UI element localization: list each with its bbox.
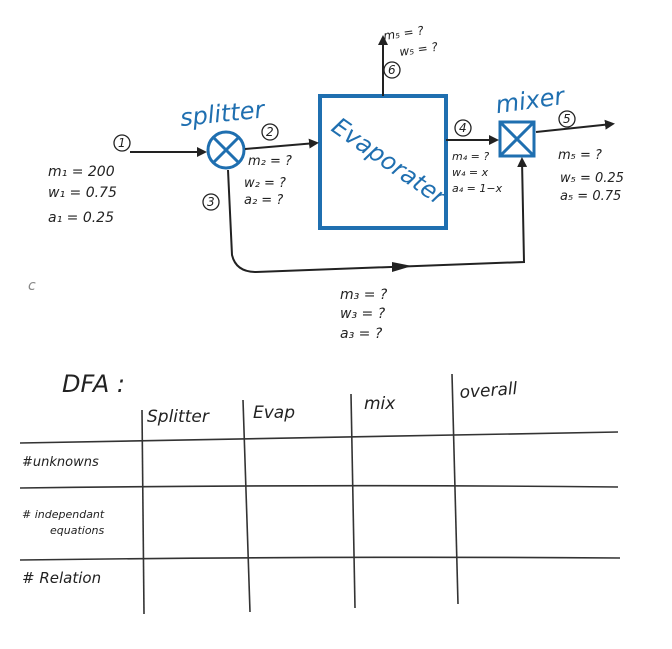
dfa-section: DFA : Splitter Evap mix overall #unknown…: [19, 370, 621, 615]
svg-text:a₃ = ?: a₃ = ?: [340, 326, 383, 342]
mixer-unit: mixer: [494, 82, 568, 158]
stream-badges: 1 2 3 4 5 6: [113, 61, 576, 211]
stream-3-number: 3: [207, 195, 215, 209]
svg-text:a₂ = ?: a₂ = ?: [244, 193, 283, 208]
mixer-symbol: [498, 120, 536, 158]
svg-text:w₅ = 0.25: w₅ = 0.25: [560, 171, 624, 186]
svg-text:m₅ = ?: m₅ = ?: [382, 23, 425, 43]
dfa-column-headers: Splitter Evap mix overall: [147, 379, 518, 427]
svg-text:m₃ = ?: m₃ = ?: [340, 287, 388, 303]
dfa-title: DFA :: [62, 370, 125, 398]
stream-3-line: [227, 157, 528, 274]
dfa-row-labels: #unknowns # independant equations # Rela…: [22, 455, 105, 587]
stream-4-number: 4: [459, 121, 467, 135]
grid-h-2: [19, 484, 619, 489]
stream-3-mid-arrow: [392, 262, 412, 272]
stream-1-annotation: m₁ = 200 w₁ = 0.75 a₁ = 0.25: [48, 164, 117, 226]
evaporator-label: Evaporater: [327, 112, 453, 212]
stream-6-annotation: m₅ = ? w₅ = ?: [382, 23, 439, 59]
row-label-equations-2: equations: [50, 524, 105, 537]
stream-5-number: 5: [563, 112, 571, 126]
stream-lines: [130, 35, 615, 274]
grid-h-1: [19, 431, 619, 444]
stream-2-number: 2: [266, 125, 274, 139]
svg-text:a₅ = 0.75: a₅ = 0.75: [560, 189, 621, 204]
row-label-relation: # Relation: [22, 569, 101, 587]
svg-text:w₂ = ?: w₂ = ?: [244, 176, 286, 191]
row-label-equations-1: # independant: [22, 508, 105, 521]
svg-text:a₄ = 1−x: a₄ = 1−x: [452, 182, 503, 195]
svg-text:w₁ = 0.75: w₁ = 0.75: [48, 185, 117, 201]
mixer-label: mixer: [494, 82, 568, 120]
stream-6-number: 6: [388, 63, 396, 77]
stream-2-annotation: m₂ = ? w₂ = ? a₂ = ?: [244, 154, 292, 208]
splitter-symbol: [206, 130, 246, 170]
column-header-evap: Evap: [253, 403, 295, 423]
svg-text:w₅ = ?: w₅ = ?: [398, 40, 439, 59]
dfa-grid: [19, 373, 621, 615]
svg-text:m₄ = ?: m₄ = ?: [452, 150, 489, 163]
svg-text:w₃ = ?: w₃ = ?: [340, 306, 386, 322]
column-header-splitter: Splitter: [147, 407, 210, 427]
grid-v-1: [141, 409, 145, 615]
grid-h-3: [19, 556, 621, 561]
column-header-mix: mix: [364, 394, 396, 414]
stream-4-annotation: m₄ = ? w₄ = x a₄ = 1−x: [452, 150, 503, 195]
grid-v-2: [242, 399, 251, 613]
svg-text:m₂ = ?: m₂ = ?: [248, 154, 292, 169]
stream-1-number: 1: [118, 136, 126, 150]
stray-mark: c: [28, 278, 36, 294]
stream-3-annotation: m₃ = ? w₃ = ? a₃ = ?: [340, 287, 388, 342]
grid-v-3: [350, 393, 356, 609]
svg-text:m₁ = 200: m₁ = 200: [48, 164, 115, 180]
row-label-unknowns: #unknowns: [22, 455, 99, 470]
stream-5-line: [535, 119, 615, 133]
grid-v-4: [451, 373, 459, 605]
svg-text:a₁ = 0.25: a₁ = 0.25: [48, 210, 114, 226]
svg-text:w₄ = x: w₄ = x: [452, 166, 489, 179]
column-header-overall: overall: [459, 379, 518, 403]
stream-annotations: m₁ = 200 w₁ = 0.75 a₁ = 0.25 m₂ = ? w₂ =…: [48, 23, 624, 342]
svg-text:m₅ = ?: m₅ = ?: [558, 148, 602, 163]
evaporator-unit: Evaporater: [318, 94, 453, 230]
stream-2-line: [244, 138, 319, 150]
stream-5-annotation: m₅ = ? w₅ = 0.25 a₅ = 0.75: [558, 148, 624, 204]
splitter-label: splitter: [179, 95, 268, 132]
